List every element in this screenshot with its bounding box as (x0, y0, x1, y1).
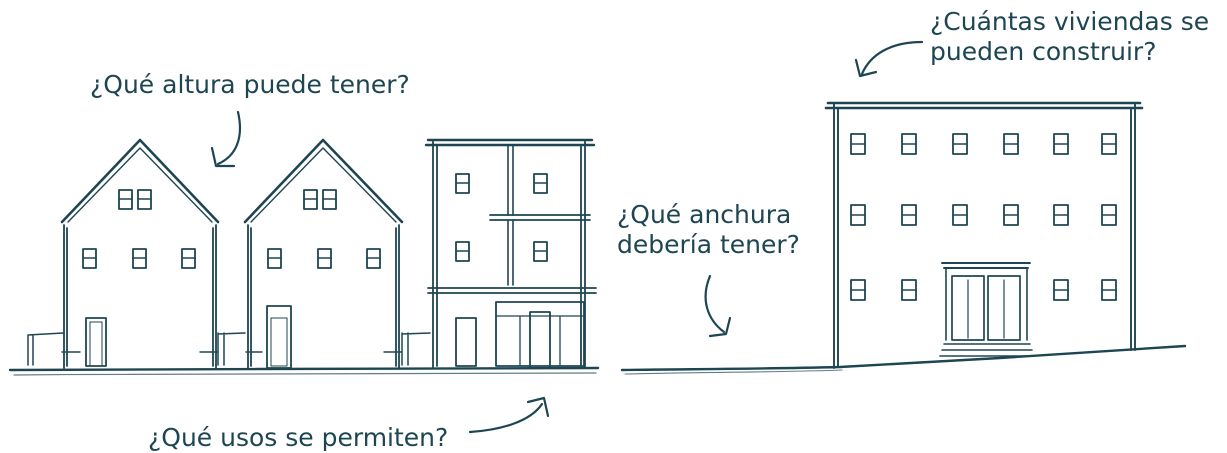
apartment-windows (850, 133, 1117, 301)
mixed-use-building (424, 138, 597, 369)
apartment-entrance (939, 262, 1035, 357)
housing-units-question-line-1: ¿Cuántas viviendas se (930, 7, 1210, 36)
height-question-text: ¿Qué altura puede tener? (90, 70, 410, 99)
width-question-line-1: ¿Qué anchura (617, 200, 792, 229)
width-question: ¿Qué anchura debería tener? (617, 200, 800, 260)
curved-arrow-icon (468, 396, 550, 434)
house-1 (60, 138, 220, 369)
permitted-uses-question: ¿Qué usos se permiten? (148, 423, 448, 453)
curved-arrow-icon (704, 274, 732, 338)
fence (27, 332, 431, 366)
permitted-uses-question-text: ¿Qué usos se permiten? (148, 423, 449, 452)
housing-units-question: ¿Cuántas viviendas se pueden construir? (930, 7, 1209, 67)
curved-arrow-icon (210, 110, 242, 168)
width-question-line-2: debería tener? (617, 230, 800, 259)
housing-units-question-line-2: pueden construir? (930, 37, 1157, 66)
curved-arrow-icon (854, 40, 924, 78)
height-question: ¿Qué altura puede tener? (90, 70, 410, 100)
house-2 (243, 138, 404, 369)
apartment-building (824, 101, 1144, 369)
ground-line (8, 344, 1187, 376)
